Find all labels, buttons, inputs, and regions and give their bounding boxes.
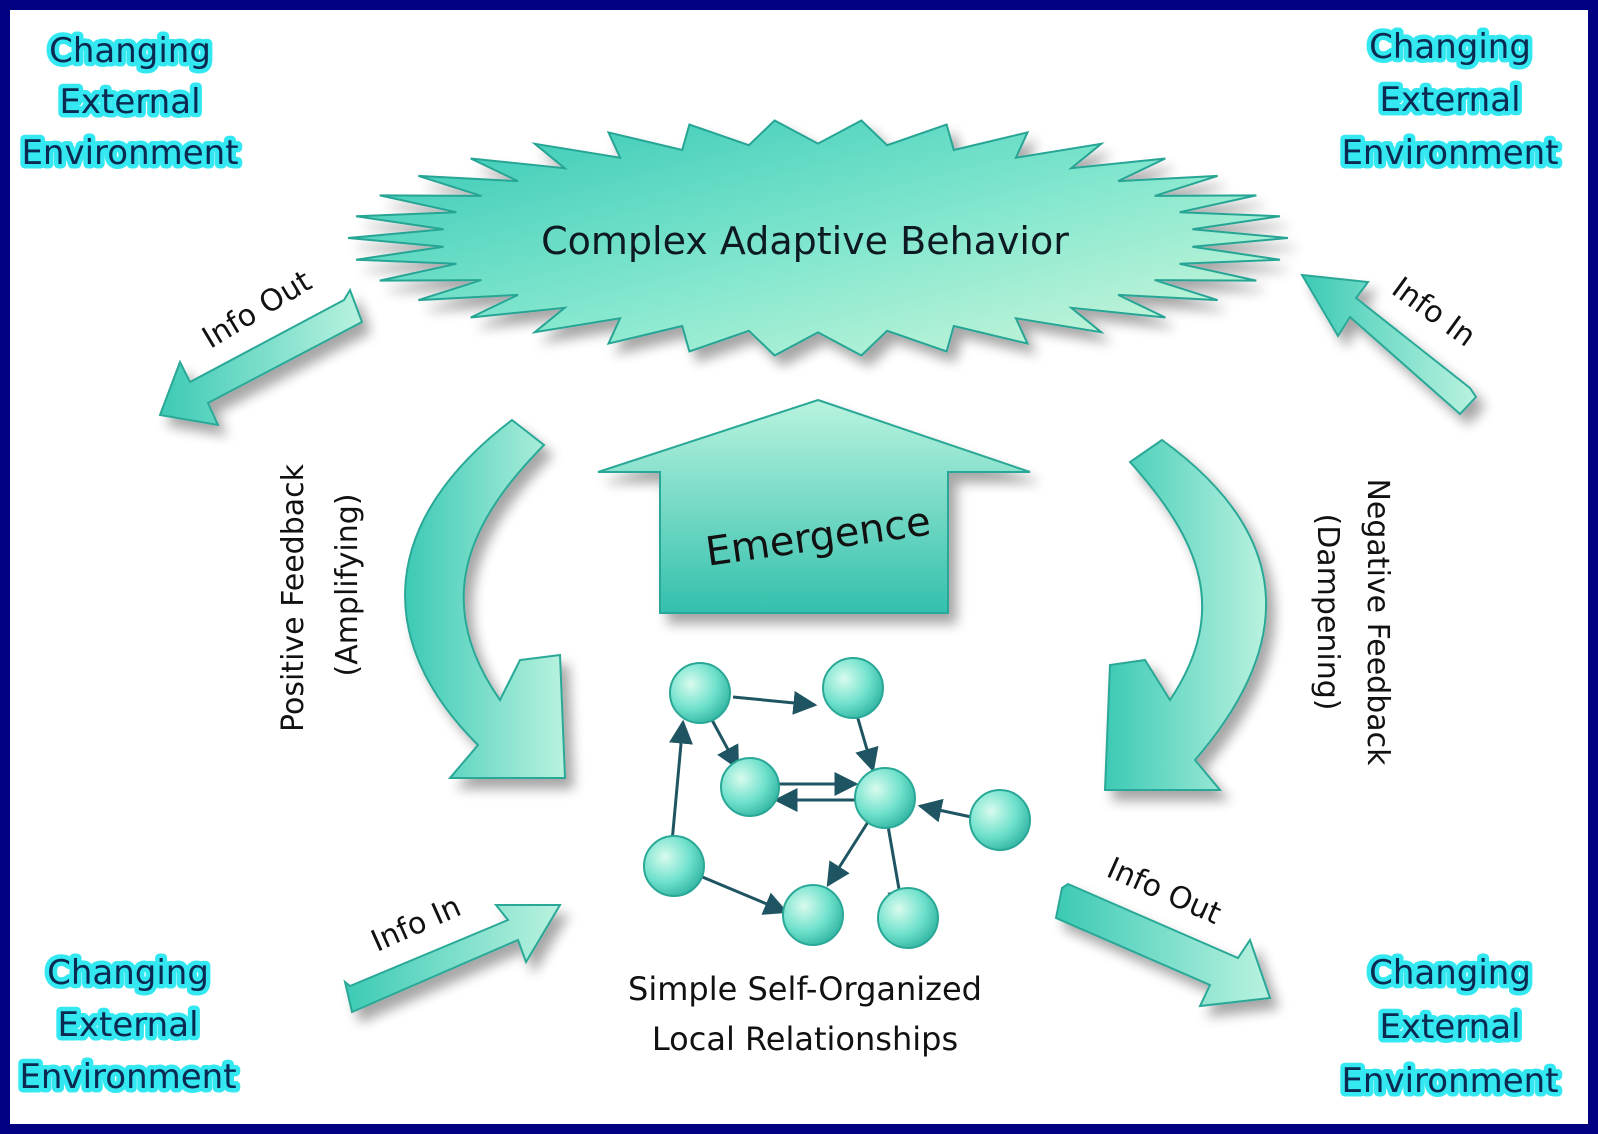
network-edge [669,719,693,843]
env-line-2: External [57,1005,198,1045]
emergence-arrow [597,398,1031,614]
env-line-1: Changing [47,953,209,993]
environment-label-top-right: Changing External Environment [1337,23,1563,178]
network-edges [669,690,977,915]
positive-feedback-label-line2: (Amplifying) [330,493,365,676]
env-line-3: Environment [19,1057,236,1097]
negative-feedback-label-line2: (Dampening) [1310,513,1345,710]
local-relationships-network [643,657,1031,949]
env-line-1: Changing [1369,953,1531,993]
network-edge [699,874,789,915]
network-caption-line2: Local Relationships [652,1020,958,1058]
environment-label-bottom-right: Changing External Environment [1337,949,1563,1106]
env-line-2: External [1379,1007,1520,1047]
network-node [720,757,780,817]
network-node [822,657,884,719]
network-edge [710,719,740,771]
positive-feedback-arrow [404,418,567,779]
network-edge [826,821,870,888]
env-line-2: External [59,82,200,122]
complex-behavior-shape [347,119,1289,357]
complex-behavior-title: Complex Adaptive Behavior [541,219,1069,263]
network-edge [854,711,879,773]
network-node [877,887,939,949]
network-caption-line1: Simple Self-Organized [628,970,982,1008]
env-line-2: External [1379,80,1520,120]
info-out-top-arrow [158,287,364,427]
info-in-top-arrow [1300,273,1478,416]
env-line-1: Changing [1369,27,1531,67]
info-in-bottom-arrow [343,904,562,1014]
env-line-3: Environment [21,133,238,173]
network-node [643,835,705,897]
negative-feedback-label-line1: Negative Feedback [1360,478,1395,766]
env-line-3: Environment [1341,133,1558,173]
env-line-3: Environment [1341,1061,1558,1101]
network-edge [917,798,977,823]
environment-label-bottom-left: Changing External Environment [15,949,241,1102]
env-line-1: Changing [49,31,211,71]
network-node [782,884,844,946]
positive-feedback-label-line1: Positive Feedback [276,463,311,732]
info-out-bottom-arrow [1054,882,1272,1008]
network-node [969,789,1031,851]
network-nodes [643,657,1031,949]
negative-feedback-arrow [1103,438,1268,791]
environment-label-top-left: Changing External Environment [17,27,243,178]
network-node [669,662,731,724]
network-node [854,767,916,829]
network-edge [732,690,818,715]
